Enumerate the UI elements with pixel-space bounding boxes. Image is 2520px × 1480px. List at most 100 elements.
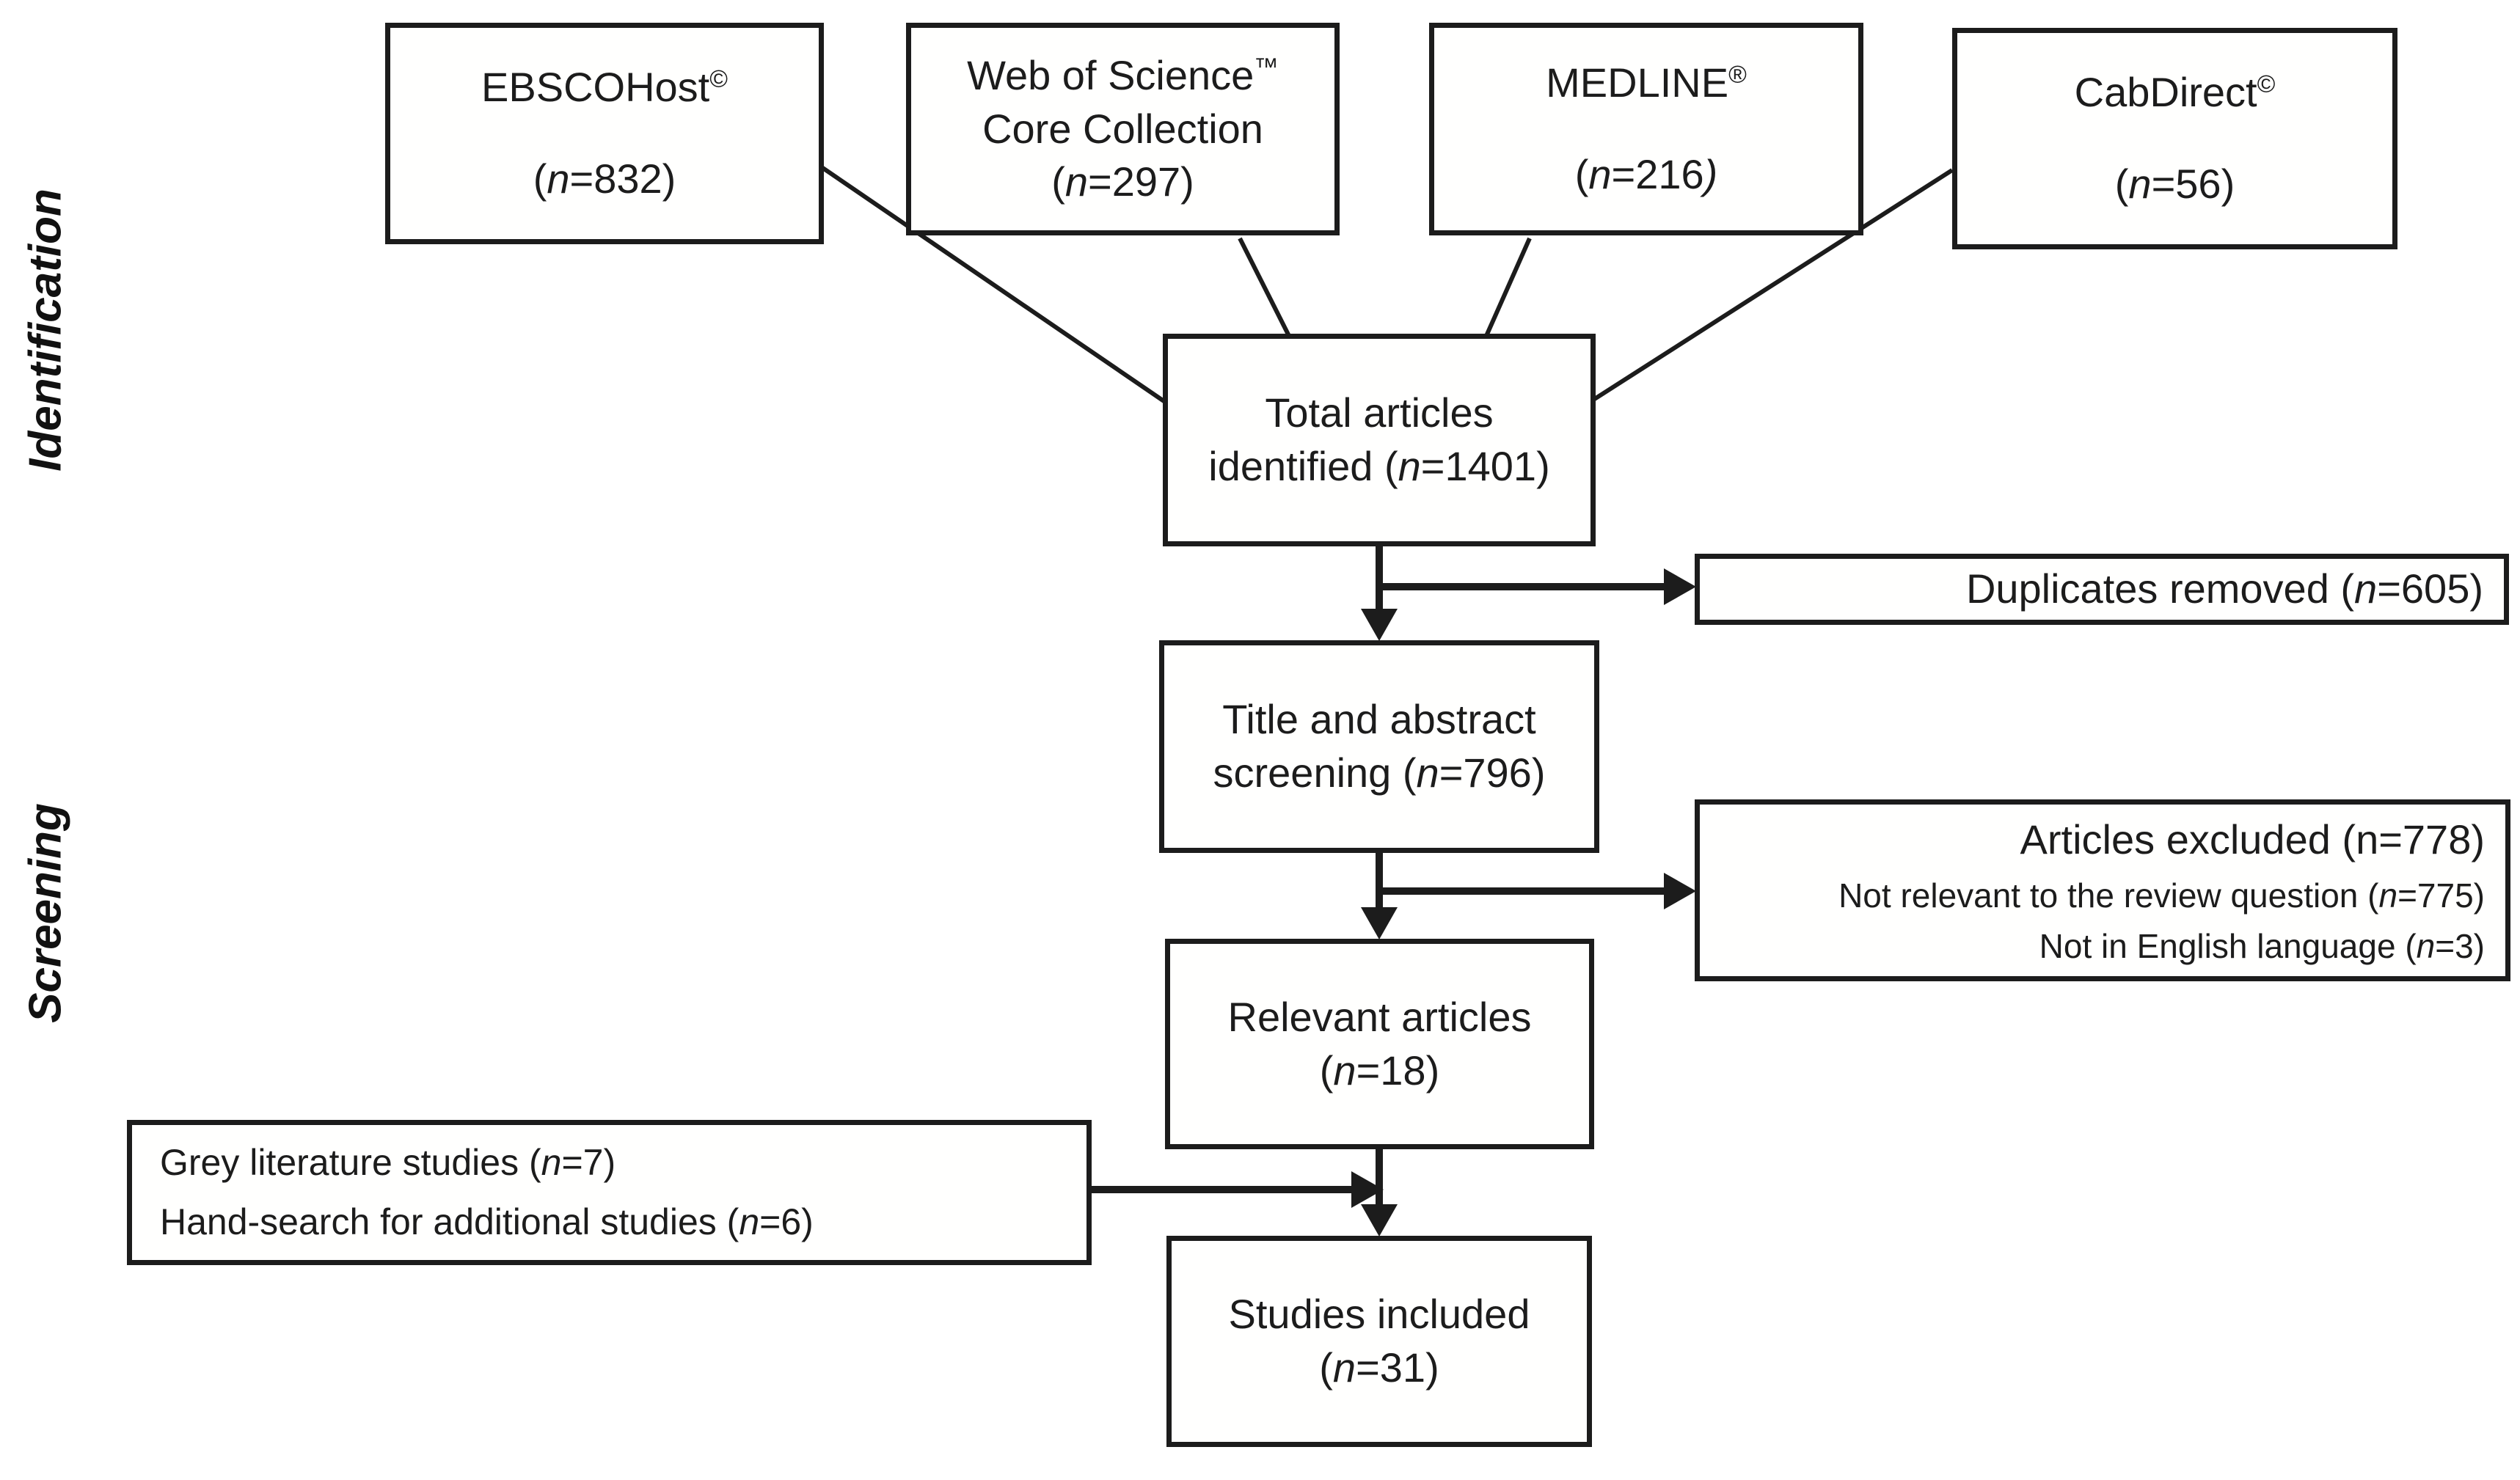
text-segment: MEDLINE — [1546, 59, 1729, 106]
text-segment: =297) — [1088, 158, 1194, 205]
connector-cabdirect-to-total — [1592, 168, 1954, 402]
node-articles-excluded: Articles excluded (n=778) Not relevant t… — [1695, 799, 2510, 981]
text-segment: =775) — [2397, 876, 2485, 915]
text-segment: ( — [1319, 1344, 1333, 1391]
node-relevant-articles: Relevant articles (n=18) — [1165, 939, 1594, 1149]
arrowhead-right-grey — [1351, 1171, 1384, 1208]
text-segment: =31) — [1356, 1344, 1439, 1391]
text-segment: Grey literature studies ( — [160, 1142, 541, 1183]
italic-n: n — [1398, 443, 1421, 489]
arrowhead-down-included — [1361, 1204, 1398, 1237]
connector-ebscohost-to-total — [820, 165, 1166, 404]
stage-label-screening: Screening — [20, 803, 71, 1023]
node-text: Duplicates removed (n=605) — [1966, 563, 2483, 616]
text-segment: =796) — [1439, 750, 1546, 796]
trademark-mark: ™ — [1254, 54, 1279, 81]
node-line1: Title and abstract — [1222, 696, 1536, 743]
text-segment: Web of Science — [967, 51, 1254, 98]
italic-n: n — [739, 1201, 760, 1242]
excluded-heading: Articles excluded (n=778) — [2020, 816, 2485, 862]
node-count: (n=216) — [1434, 148, 1858, 202]
italic-n: n — [547, 155, 570, 202]
node-title: MEDLINE® — [1434, 56, 1858, 110]
text-segment: =605) — [2377, 565, 2483, 612]
text-segment: Not in English language ( — [2039, 927, 2417, 965]
italic-n: n — [541, 1142, 562, 1183]
node-line2: (n=31) — [1172, 1341, 1587, 1395]
node-title-abstract-screening: Title and abstract screening (n=796) — [1159, 640, 1599, 853]
italic-n: n — [1416, 750, 1439, 796]
node-text: Studies included (n=31) — [1172, 1288, 1587, 1395]
italic-n: n — [2378, 876, 2398, 915]
text-segment: =832) — [569, 155, 676, 202]
text-segment: ( — [1574, 151, 1589, 197]
text-segment: Hand-search for additional studies ( — [160, 1201, 739, 1242]
node-medline: MEDLINE® (n=216) — [1429, 23, 1863, 235]
text-segment: =3) — [2435, 927, 2485, 965]
node-title: Web of Science™ — [911, 49, 1334, 103]
text-segment: ( — [2114, 161, 2129, 207]
node-duplicates-removed: Duplicates removed (n=605) — [1695, 554, 2509, 625]
node-line2: (n=18) — [1170, 1044, 1589, 1098]
node-line1: Studies included — [1228, 1291, 1530, 1338]
node-text: Total articles identified (n=1401) — [1168, 387, 1590, 494]
text-segment: ( — [1319, 1047, 1334, 1093]
connector-medline-to-total — [1484, 237, 1532, 337]
text-segment: =56) — [2151, 161, 2235, 207]
grey-line-1: Grey literature studies (n=7) — [160, 1133, 616, 1193]
italic-n: n — [1588, 151, 1612, 197]
arrowhead-down-relevant — [1361, 907, 1398, 939]
node-grey-literature: Grey literature studies (n=7) Hand-searc… — [127, 1120, 1092, 1265]
node-title: EBSCOHost© — [390, 61, 819, 114]
text-segment: =18) — [1356, 1047, 1440, 1093]
text-segment: Duplicates removed ( — [1965, 565, 2355, 612]
text-segment: =6) — [759, 1201, 814, 1242]
text-segment: =7) — [561, 1142, 616, 1183]
text-segment: =1401) — [1420, 443, 1550, 489]
grey-line-2: Hand-search for additional studies (n=6) — [160, 1193, 814, 1252]
connector-wos-to-total — [1238, 237, 1291, 337]
excluded-reason-2: Not in English language (n=3) — [2039, 921, 2485, 972]
node-title-line2: Core Collection — [982, 105, 1263, 152]
node-line1: Relevant articles — [1227, 993, 1532, 1040]
node-text: CabDirect© (n=56) — [1957, 66, 2392, 211]
node-text: Web of Science™ Core Collection (n=297) — [911, 49, 1334, 209]
node-text: EBSCOHost© (n=832) — [390, 61, 819, 206]
node-cabdirect: CabDirect© (n=56) — [1952, 28, 2397, 249]
text-segment: EBSCOHost — [481, 64, 710, 111]
node-text: Relevant articles (n=18) — [1170, 991, 1589, 1098]
node-line1: Total articles — [1265, 389, 1494, 436]
excluded-reason-1: Not relevant to the review question (n=7… — [1838, 871, 2485, 921]
node-count: (n=832) — [390, 153, 819, 206]
text-segment: screening ( — [1213, 750, 1417, 796]
text-segment: identified ( — [1208, 443, 1398, 489]
italic-n: n — [1333, 1047, 1356, 1093]
arrowhead-right-duplicates — [1664, 568, 1696, 605]
node-line2: screening (n=796) — [1164, 747, 1594, 800]
node-count: (n=297) — [911, 155, 1334, 209]
node-line2: identified (n=1401) — [1168, 440, 1590, 494]
text-segment: Not relevant to the review question ( — [1838, 876, 2379, 915]
italic-n: n — [2354, 565, 2378, 612]
text-segment: ( — [533, 155, 547, 202]
registered-mark: ® — [1728, 61, 1747, 89]
text-segment: CabDirect — [2074, 69, 2257, 116]
arrowhead-down-screening — [1361, 609, 1398, 641]
arrowhead-right-excluded — [1664, 873, 1696, 909]
text-segment: =216 — [1611, 151, 1704, 197]
node-studies-included: Studies included (n=31) — [1166, 1236, 1592, 1447]
italic-n: n — [2416, 927, 2436, 965]
node-ebscohost: EBSCOHost© (n=832) — [385, 23, 824, 244]
node-web-of-science: Web of Science™ Core Collection (n=297) — [906, 23, 1340, 235]
stage-label-identification: Identification — [20, 188, 71, 472]
node-text: MEDLINE® (n=216) — [1434, 56, 1858, 202]
text-segment: ( — [1051, 158, 1065, 205]
node-count: (n=56) — [1957, 158, 2392, 211]
italic-n: n — [2128, 161, 2152, 207]
node-title: CabDirect© — [1957, 66, 2392, 120]
node-total-articles-identified: Total articles identified (n=1401) — [1163, 334, 1596, 546]
copyright-mark: © — [2257, 70, 2276, 98]
node-text: Title and abstract screening (n=796) — [1164, 693, 1594, 800]
italic-n: n — [1332, 1344, 1356, 1391]
